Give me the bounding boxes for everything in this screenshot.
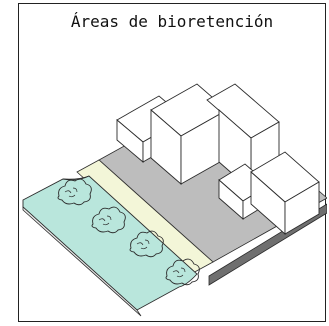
diagram-frame: Áreas de bioretención [18,3,327,322]
shrub-icon [57,178,92,206]
bioretention-illustration [22,83,327,317]
diagram-title: Áreas de bioretención [70,12,274,31]
building-block [116,83,320,235]
shrub-icon [165,258,200,286]
swale-front-lip [22,206,142,317]
bioretention-swale [22,175,198,311]
shrub-icon [91,206,126,234]
shrub-icon [129,230,164,258]
